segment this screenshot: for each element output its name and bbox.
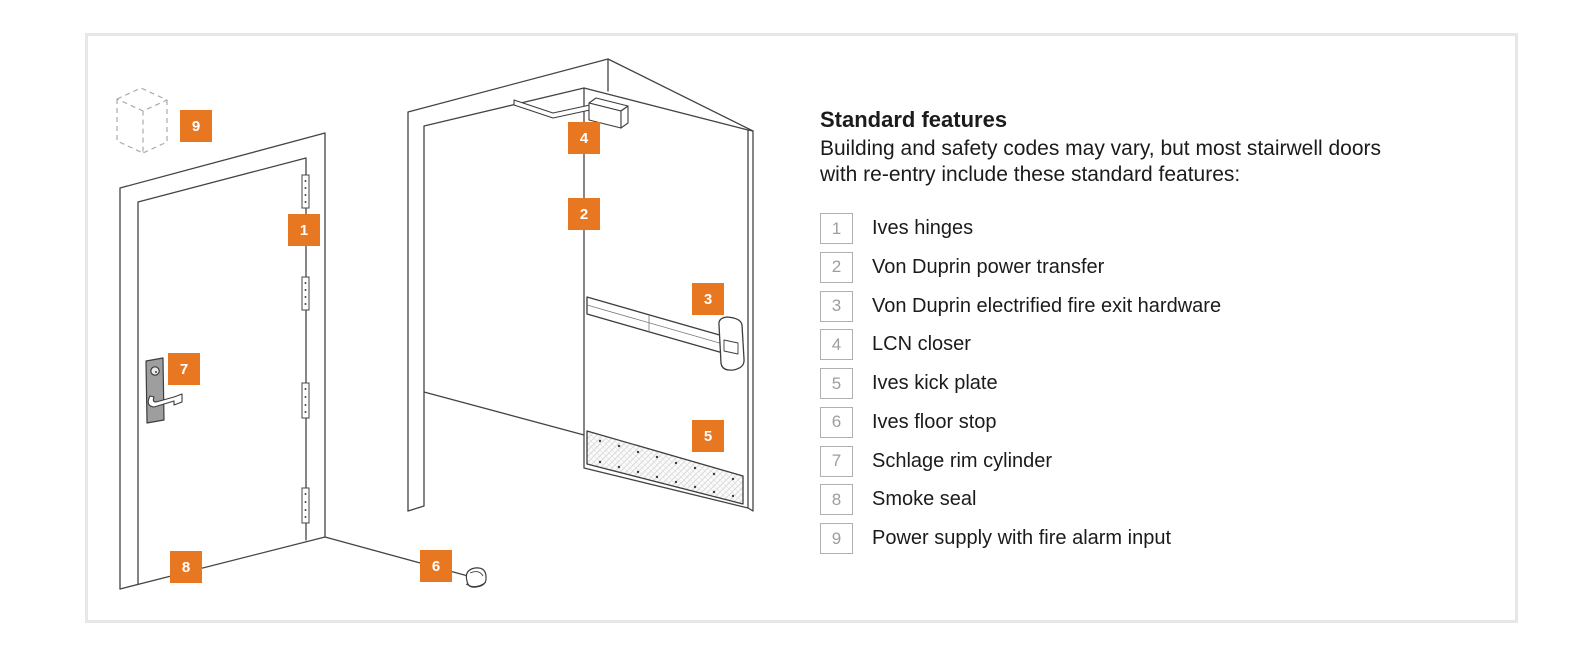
callout-9: 9 — [180, 110, 212, 142]
callout-5: 5 — [692, 420, 724, 452]
callout-1: 1 — [288, 214, 320, 246]
feature-number-box: 3 — [820, 290, 853, 322]
legend-title: Standard features — [820, 107, 1008, 132]
power-supply-box — [116, 87, 168, 154]
feature-row-2: 2 Von Duprin power transfer — [820, 251, 1460, 283]
legend-intro-line-1: Building and safety codes may vary, but … — [820, 137, 1382, 160]
panic-bar — [586, 296, 745, 371]
door-closer — [513, 97, 629, 129]
feature-number-box: 2 — [820, 251, 853, 283]
feature-label: Ives kick plate — [872, 372, 998, 394]
callout-2: 2 — [568, 198, 600, 230]
feature-number-box: 4 — [820, 329, 853, 361]
legend-panel: Standard features Building and safety co… — [820, 106, 1460, 562]
legend-intro-line-2: with re-entry include these standard fea… — [820, 163, 1241, 186]
feature-label: Smoke seal — [872, 488, 977, 511]
callout-7: 7 — [168, 353, 200, 385]
feature-label: Von Duprin electrified fire exit hardwar… — [872, 294, 1222, 317]
feature-label: Power supply with fire alarm input — [872, 527, 1172, 549]
feature-label: Schlage rim cylinder — [872, 449, 1053, 472]
feature-number-box: 9 — [820, 523, 853, 554]
feature-row-6: 6 Ives floor stop — [820, 406, 1460, 438]
callout-4: 4 — [568, 122, 600, 154]
feature-label: Ives hinges — [872, 217, 974, 239]
feature-number-box: 7 — [820, 445, 853, 477]
callout-6: 6 — [420, 550, 452, 582]
feature-label: LCN closer — [872, 333, 971, 356]
content-border — [85, 33, 1518, 623]
feature-list: 1 Ives hinges 2 Von Duprin power transfe… — [820, 213, 1460, 554]
feature-row-1: 1 Ives hinges — [820, 213, 1460, 244]
feature-row-7: 7 Schlage rim cylinder — [820, 445, 1460, 477]
feature-number-box: 8 — [820, 484, 853, 516]
hinges — [301, 174, 310, 524]
open-door-drawing — [407, 58, 754, 512]
legend-intro: Building and safety codes may vary, but … — [820, 136, 1460, 188]
floor-stop — [465, 567, 487, 588]
lever-handle — [145, 357, 183, 424]
feature-label: Ives floor stop — [872, 410, 997, 433]
feature-row-8: 8 Smoke seal — [820, 484, 1460, 516]
feature-row-3: 3 Von Duprin electrified fire exit hardw… — [820, 290, 1460, 322]
feature-number-box: 5 — [820, 368, 853, 399]
feature-label: Von Duprin power transfer — [872, 255, 1105, 278]
callout-8: 8 — [170, 551, 202, 583]
feature-number-box: 1 — [820, 213, 853, 244]
kick-plate — [586, 430, 744, 505]
feature-row-5: 5 Ives kick plate — [820, 368, 1460, 399]
feature-number-box: 6 — [820, 406, 853, 438]
feature-row-9: 9 Power supply with fire alarm input — [820, 523, 1460, 554]
callout-3: 3 — [692, 283, 724, 315]
feature-row-4: 4 LCN closer — [820, 329, 1460, 361]
